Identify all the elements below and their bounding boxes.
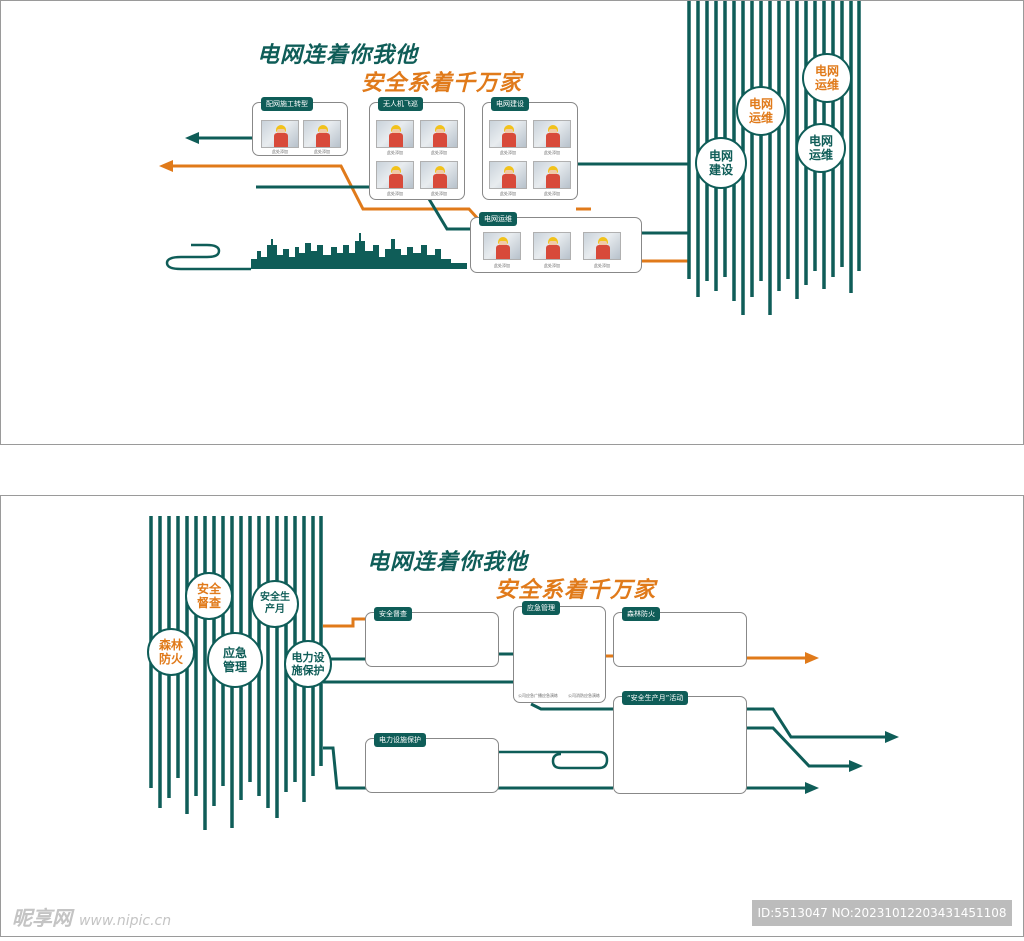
flow-line-teal-7 — [530, 702, 615, 711]
top-circle-1-label: 电网运维 — [814, 64, 839, 92]
photo-caption: 此处添加 — [431, 191, 447, 196]
top-card-3-title: 电网建设 — [491, 97, 529, 111]
worker-photo — [533, 120, 571, 148]
top-card-3: 电网建设 此处添加 此处添加 此处添加 此处添加 — [482, 97, 578, 200]
top-slogan-line1: 电网连着你我他 — [257, 43, 419, 68]
bottom-circle-3: 森林防火 — [147, 628, 195, 676]
bottom-card-1-title: 安全督查 — [374, 607, 412, 621]
bottom-card-2: 应急管理 公司应急广播应急演练 公司消防应急演练 — [513, 601, 606, 703]
top-card-4-title: 电网运维 — [479, 212, 517, 226]
worker-photo — [489, 161, 527, 189]
watermark-brand: 昵享网 — [12, 906, 72, 930]
bottom-circle-4-label: 应急管理 — [222, 646, 247, 674]
bottom-slogan-line2: 安全系着千万家 — [495, 578, 657, 603]
bottom-circle-2: 安全生产月 — [251, 580, 299, 628]
arrow-head-right-teal-3 — [805, 782, 819, 794]
top-circle-4-label: 电网建设 — [708, 149, 733, 177]
flow-line-orange-1 — [323, 617, 371, 628]
worker-photo — [376, 120, 414, 148]
flow-line-loop — [165, 243, 251, 271]
worker-photo — [261, 120, 299, 148]
top-circle-4: 电网建设 — [695, 137, 747, 189]
city-skyline — [251, 233, 467, 269]
bottom-card-3-title: 森林防火 — [622, 607, 660, 621]
photo-caption: 此处添加 — [494, 263, 510, 268]
top-card-2: 无人机飞巡 此处添加 此处添加 此处添加 此处添加 — [369, 97, 465, 200]
bottom-card-2-note-1: 公司应急广播应急演练 — [518, 693, 558, 698]
top-circle-1: 电网运维 — [802, 53, 852, 103]
top-card-2-title: 无人机飞巡 — [378, 97, 423, 111]
top-circle-3-label: 电网运维 — [808, 134, 833, 162]
flow-line-teal-arrow-2 — [746, 726, 849, 768]
flow-line-teal-connector — [427, 198, 473, 231]
bottom-card-2-title: 应急管理 — [522, 601, 560, 615]
top-circle-2-label: 电网运维 — [748, 97, 773, 125]
photo-caption: 此处添加 — [594, 263, 610, 268]
top-card-1-title: 配网施工转型 — [261, 97, 313, 111]
worker-photo — [303, 120, 341, 148]
photo-caption: 此处添加 — [431, 150, 447, 155]
id-bar: ID:5513047 NO:20231012203431451108 — [752, 900, 1012, 926]
top-circle-3: 电网运维 — [796, 123, 846, 173]
bottom-card-5: “安全生产月”活动 — [613, 691, 747, 794]
top-card-1: 配网施工转型 此处添加 此处添加 — [252, 97, 348, 156]
watermark-url: www.nipic.cn — [78, 913, 172, 929]
flow-line-loop-bottom — [499, 750, 609, 770]
top-slogan-line2: 安全系着千万家 — [361, 71, 523, 96]
bottom-card-5-title: “安全生产月”活动 — [622, 691, 689, 705]
worker-photo — [420, 120, 458, 148]
arrow-head-left-orange — [159, 160, 173, 172]
bottom-circle-5-label: 电力设施保护 — [291, 651, 325, 677]
bottom-card-1: 安全督查 — [365, 607, 499, 667]
photo-caption: 此处添加 — [314, 149, 330, 154]
top-card-4: 电网运维 此处添加 此处添加 此处添加 — [470, 212, 642, 273]
bottom-circle-3-label: 森林防火 — [158, 638, 183, 666]
photo-caption: 此处添加 — [544, 150, 560, 155]
worker-photo — [489, 120, 527, 148]
bottom-card-2-note-2: 公司消防应急演练 — [568, 693, 600, 698]
arrow-head-right-teal-1 — [885, 731, 899, 743]
worker-photo — [376, 161, 414, 189]
worker-photo — [420, 161, 458, 189]
photo-caption: 此处添加 — [500, 191, 516, 196]
arrow-head-right-orange — [805, 652, 819, 664]
photo-caption: 此处添加 — [387, 191, 403, 196]
worker-photo — [533, 232, 571, 260]
photo-caption: 此处添加 — [544, 263, 560, 268]
photo-caption: 此处添加 — [387, 150, 403, 155]
bottom-circle-2-label: 安全生产月 — [260, 592, 290, 615]
worker-photo — [483, 232, 521, 260]
bottom-card-3: 森林防火 — [613, 607, 747, 667]
bottom-circle-1: 安全督查 — [185, 572, 233, 620]
bottom-panel: 电网连着你我他 安全系着千万家 安全督查 安全生产月 森林防火 应急管理 电力设… — [0, 495, 1024, 937]
bottom-slogan-line1: 电网连着你我他 — [367, 550, 529, 575]
bottom-circle-4: 应急管理 — [207, 632, 263, 688]
photo-caption: 此处添加 — [272, 149, 288, 154]
bottom-circle-1-label: 安全督查 — [196, 582, 221, 610]
worker-photo — [583, 232, 621, 260]
bottom-card-4-title: 电力设施保护 — [374, 733, 426, 747]
worker-photo — [533, 161, 571, 189]
arrow-head-left-teal — [185, 132, 199, 144]
top-circle-2: 电网运维 — [736, 86, 786, 136]
bottom-card-4: 电力设施保护 — [365, 733, 499, 793]
photo-caption: 此处添加 — [544, 191, 560, 196]
photo-caption: 此处添加 — [500, 150, 516, 155]
watermark: 昵享网 www.nipic.cn — [12, 902, 171, 931]
top-panel: 电网连着你我他 安全系着千万家 电网运维 电网运维 电网运维 电网建设 配网施工… — [0, 0, 1024, 445]
arrow-head-right-teal-2 — [849, 760, 863, 772]
flow-line-teal-arrow-1 — [746, 707, 885, 739]
bottom-circle-5: 电力设施保护 — [284, 640, 332, 688]
